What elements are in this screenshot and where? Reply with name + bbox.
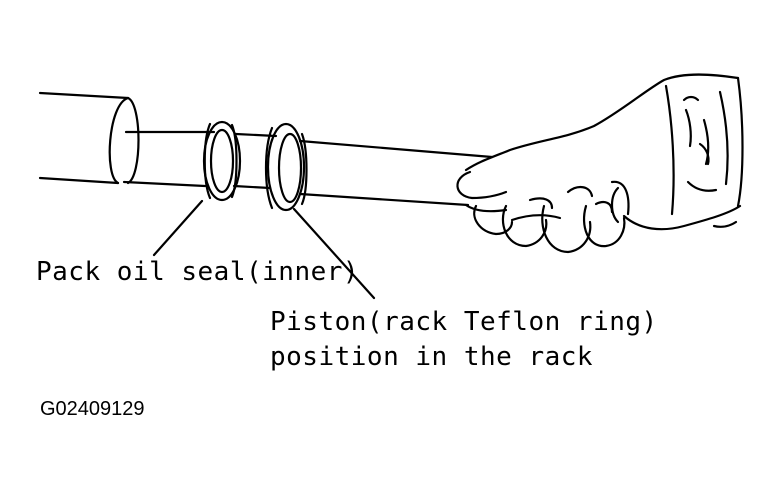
leader-lines bbox=[152, 199, 376, 300]
rack-shaft bbox=[122, 130, 494, 207]
hand-illustration bbox=[456, 73, 744, 254]
housing-tube bbox=[38, 91, 140, 185]
piston-ring bbox=[264, 122, 308, 212]
inner-oil-seal bbox=[202, 120, 242, 202]
piston-label-line2: position in the rack bbox=[270, 342, 594, 372]
figure-code: G02409129 bbox=[40, 398, 145, 420]
inner-seal-label: Pack oil seal(inner) bbox=[36, 257, 360, 287]
piston-label-line1: Piston(rack Teflon ring) bbox=[270, 307, 658, 337]
